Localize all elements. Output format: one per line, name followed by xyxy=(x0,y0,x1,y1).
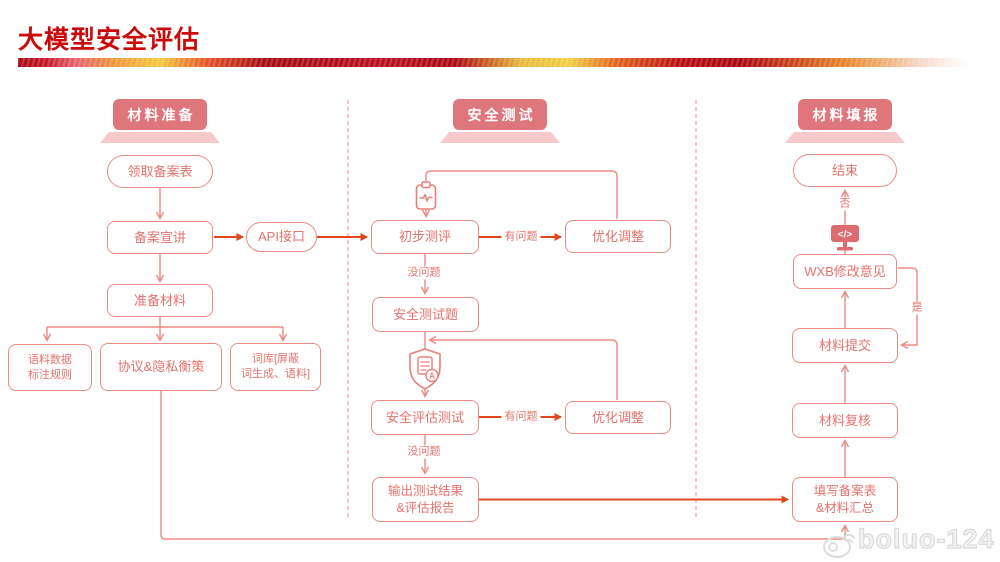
node-optimize-adjust-1: 优化调整 xyxy=(565,220,671,253)
node-end: 结束 xyxy=(793,154,897,187)
page-title: 大模型安全评估 xyxy=(18,26,201,54)
monitor-code-icon: </> xyxy=(831,225,859,251)
node-wxb-revision-comments: WXB修改意见 xyxy=(793,254,897,289)
edge-label-no-issue-2: 没问题 xyxy=(404,445,444,459)
edge-label-has-issue-1: 有问题 xyxy=(501,230,541,244)
node-initial-evaluation: 初步测评 xyxy=(371,220,479,254)
edge-label-has-issue-2: 有问题 xyxy=(501,410,541,424)
svg-text:</>: </> xyxy=(838,230,853,241)
column-header-security-test: 安全测试 xyxy=(453,99,547,130)
edge-label-yes: 是 xyxy=(908,301,926,315)
column-header-material-filing: 材料填报 xyxy=(798,99,892,130)
node-thesaurus-blocked-words: 词库[屏蔽 词生成、语料] xyxy=(230,343,321,391)
node-agreement-privacy-policy: 协议&隐私衡策 xyxy=(100,343,222,391)
header-podium-1 xyxy=(100,132,220,143)
node-optimize-adjust-2: 优化调整 xyxy=(565,401,671,434)
clipboard-pulse-icon xyxy=(415,181,437,210)
node-get-filing-form: 领取备案表 xyxy=(107,155,213,188)
node-api-interface: API接口 xyxy=(246,222,317,252)
decorative-ribbon xyxy=(18,58,968,67)
node-filing-briefing: 备案宣讲 xyxy=(107,221,213,254)
node-corpus-annotation-rules: 语料数据 标注规则 xyxy=(8,344,92,391)
edge-label-no: 否 xyxy=(836,197,854,211)
node-fill-filing-form-summary: 填写备案表 &材料汇总 xyxy=(792,477,898,522)
node-security-assessment-test: 安全评估测试 xyxy=(371,400,479,435)
edge-label-no-issue-1: 没问题 xyxy=(404,266,444,280)
node-output-test-results: 输出测试结果 &评估报告 xyxy=(372,477,479,522)
column-header-material-prep: 材料准备 xyxy=(113,99,207,130)
node-material-review: 材料复核 xyxy=(792,403,898,438)
weibo-doodle-icon xyxy=(823,533,855,558)
node-security-test-questions: 安全测试题 xyxy=(372,297,479,332)
watermark-text: boluo-124 xyxy=(857,523,995,554)
header-podium-3 xyxy=(785,132,905,143)
svg-text:A: A xyxy=(429,372,435,381)
node-material-submission: 材料提交 xyxy=(792,328,898,363)
header-podium-2 xyxy=(440,132,560,143)
shield-document-a-icon: A xyxy=(409,348,441,390)
node-prepare-materials: 准备材料 xyxy=(107,284,213,317)
